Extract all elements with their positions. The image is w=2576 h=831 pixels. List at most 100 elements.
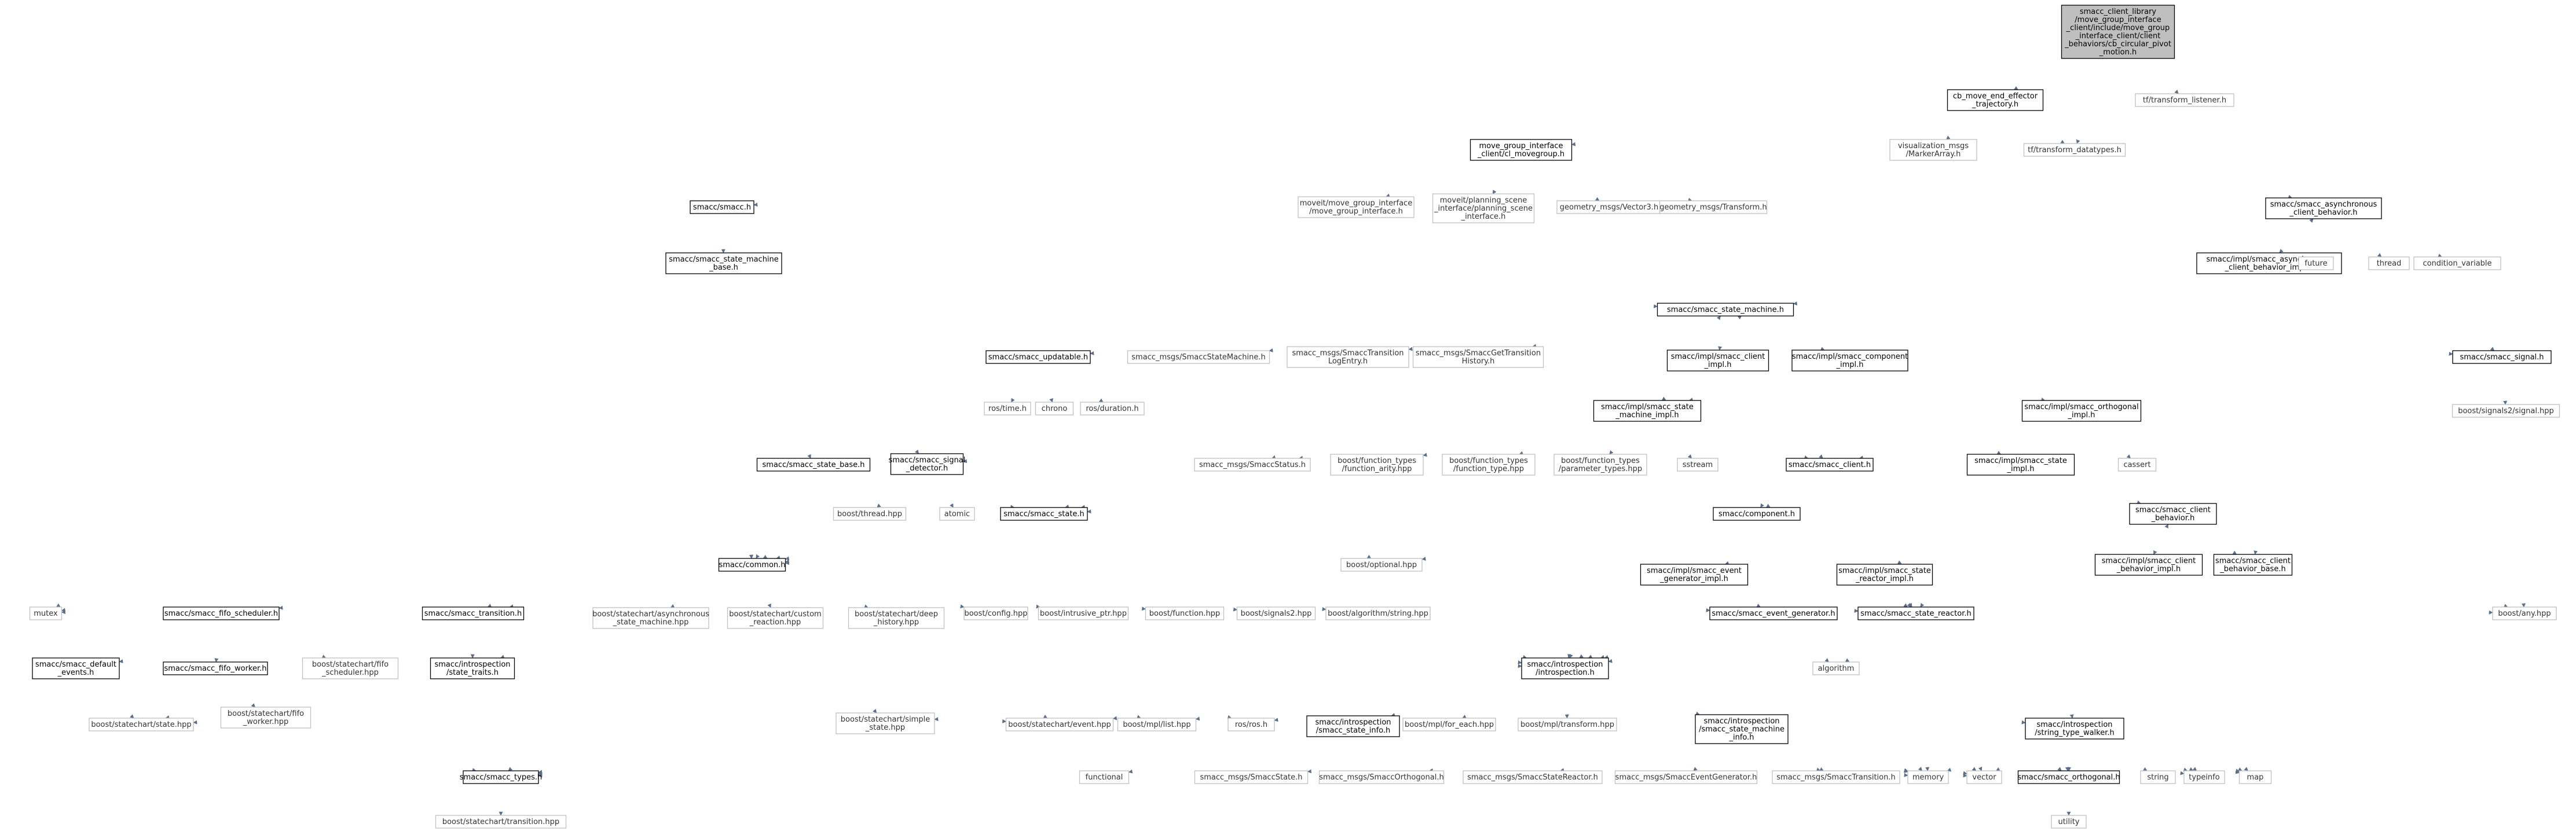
node-introspection[interactable]: smacc/introspection/introspection.h [1521, 657, 1609, 679]
edge-event-gen-to-introspection [1604, 655, 1609, 659]
node-sm-h[interactable]: smacc/smacc_state_machine.h [1657, 303, 1794, 317]
node-client-h[interactable]: smacc/smacc_client.h [1786, 458, 1874, 472]
node-state-reactor[interactable]: smacc/smacc_state_reactor.h [1857, 606, 1974, 620]
node-bsc-custom[interactable]: boost/statechart/custom_reaction.hpp [727, 607, 824, 629]
node-component-h[interactable]: smacc/component.h [1713, 507, 1801, 521]
node-sm-impl[interactable]: smacc/impl/smacc_state_machine_impl.h [1593, 400, 1702, 422]
node-geo-tf[interactable]: geometry_msgs/Transform.h [1659, 200, 1768, 214]
node-ft-param[interactable]: boost/function_types/parameter_types.hpp [1553, 454, 1647, 476]
node-boost-config[interactable]: boost/config.hpp [963, 606, 1028, 620]
node-client-impl[interactable]: smacc/impl/smacc_client_impl.h [1666, 350, 1769, 372]
node-vector[interactable]: vector [1966, 770, 2002, 784]
node-msg-status[interactable]: smacc_msgs/SmaccStatus.h [1194, 458, 1311, 472]
node-boost-function[interactable]: boost/function.hpp [1145, 606, 1225, 620]
node-box [1966, 770, 2002, 784]
node-state-info[interactable]: smacc/introspection/smacc_state_info.h [1306, 715, 1400, 737]
node-component-impl[interactable]: smacc/impl/smacc_component_impl.h [1791, 350, 1908, 372]
node-boost-signal2[interactable]: boost/signals2/signal.hpp [2452, 404, 2560, 418]
node-fifo-sched[interactable]: smacc/smacc_fifo_scheduler.h [163, 606, 280, 620]
node-sm-base[interactable]: smacc/smacc_state_machine_base.h [665, 252, 782, 274]
node-client-behavior[interactable]: smacc/smacc_client_behavior.h [2129, 503, 2217, 525]
node-vis-marker[interactable]: visualization_msgs/MarkerArray.h [1889, 139, 1977, 161]
node-geo-vec[interactable]: geometry_msgs/Vector3.h [1556, 200, 1662, 214]
node-tf-datatypes[interactable]: tf/transform_datatypes.h [2023, 143, 2126, 157]
node-orthogonal-h[interactable]: smacc/smacc_orthogonal.h [2017, 770, 2120, 784]
node-string[interactable]: string [2140, 770, 2176, 784]
node-signal-h[interactable]: smacc/smacc_signal.h [2452, 350, 2552, 364]
node-type-walker[interactable]: smacc/introspection/string_type_walker.h [2025, 718, 2124, 740]
node-algorithm[interactable]: algorithm [1812, 661, 1860, 675]
node-state-traits[interactable]: smacc/introspection/state_traits.h [430, 657, 515, 679]
node-msg-evgen[interactable]: smacc_msgs/SmaccEventGenerator.h [1614, 770, 1758, 784]
node-cb-move[interactable]: cb_move_end_effector_trajectory.h [1947, 89, 2044, 111]
node-state-base[interactable]: smacc/smacc_state_base.h [756, 458, 871, 472]
node-smacc-h[interactable]: smacc/smacc.h [690, 200, 754, 214]
node-bsc-state[interactable]: boost/statechart/state.hpp [89, 718, 194, 731]
node-moveit-mgi[interactable]: moveit/move_group_interface/move_group_i… [1298, 196, 1415, 218]
node-tf-listener[interactable]: tf/transform_listener.h [2135, 93, 2234, 107]
node-fifo-worker[interactable]: smacc/smacc_fifo_worker.h [163, 661, 268, 675]
node-bsc-simple[interactable]: boost/statechart/simple_state.hpp [836, 712, 935, 734]
node-boost-signals2[interactable]: boost/signals2.hpp [1236, 606, 1316, 620]
node-mpl-transform[interactable]: boost/mpl/transform.hpp [1518, 718, 1617, 731]
node-msg-state[interactable]: smacc_msgs/SmaccState.h [1194, 770, 1309, 784]
node-bsc-transition[interactable]: boost/statechart/transition.hpp [435, 815, 567, 829]
node-bsc-async[interactable]: boost/statechart/asynchronous_state_mach… [592, 607, 709, 629]
node-ros-h[interactable]: ros/ros.h [1227, 718, 1275, 731]
node-bsc-event[interactable]: boost/statechart/event.hpp [1005, 718, 1114, 731]
node-mutex[interactable]: mutex [29, 606, 63, 620]
node-typeinfo[interactable]: typeinfo [2183, 770, 2225, 784]
node-smacc-async[interactable]: smacc/smacc_asynchronous_client_behavior… [2265, 197, 2382, 219]
node-atomic[interactable]: atomic [939, 507, 975, 521]
node-boost-optional[interactable]: boost/optional.hpp [1340, 558, 1423, 572]
node-boost-intrusive[interactable]: boost/intrusive_ptr.hpp [1038, 606, 1129, 620]
node-smacc-types[interactable]: smacc/smacc_types.h [460, 770, 542, 784]
node-bsc-fifo-sched[interactable]: boost/statechart/fifo_scheduler.hpp [302, 657, 399, 679]
node-memory[interactable]: memory [1907, 770, 1949, 784]
node-cassert[interactable]: cassert [2117, 458, 2157, 472]
node-functional[interactable]: functional [1079, 770, 1130, 784]
node-msg-trans[interactable]: smacc_msgs/SmaccTransition.h [1772, 770, 1900, 784]
node-moveit-psi[interactable]: moveit/planning_scene_interface/planning… [1432, 193, 1535, 223]
node-state-impl[interactable]: smacc/impl/smacc_state_impl.h [1966, 454, 2075, 476]
node-signal-detector[interactable]: smacc/smacc_signal_detector.h [889, 453, 966, 475]
node-ros-time[interactable]: ros/time.h [984, 402, 1031, 416]
node-ft-type[interactable]: boost/function_types/function_type.hpp [1442, 454, 1536, 476]
node-msg-orth[interactable]: smacc_msgs/SmaccOrthogonal.h [1318, 770, 1445, 784]
node-root[interactable]: smacc_client_library/move_group_interfac… [2061, 5, 2175, 59]
node-event-gen-impl[interactable]: smacc/impl/smacc_event_generator_impl.h [1640, 564, 1749, 586]
node-orth-impl[interactable]: smacc/impl/smacc_orthogonal_impl.h [2021, 400, 2142, 422]
node-client-behavior-impl[interactable]: smacc/impl/smacc_client_behavior_impl.h [2094, 554, 2203, 576]
node-msg-reactor[interactable]: smacc_msgs/SmaccStateReactor.h [1463, 770, 1603, 784]
node-ft-arity[interactable]: boost/function_types/function_arity.hpp [1330, 454, 1424, 476]
node-event-gen[interactable]: smacc/smacc_event_generator.h [1709, 606, 1838, 620]
node-mgi-client[interactable]: move_group_interface_client/cl_movegroup… [1470, 139, 1573, 161]
node-bsc-deep[interactable]: boost/statechart/deep_history.hpp [848, 607, 945, 629]
node-default-events[interactable]: smacc/smacc_default_events.h [32, 657, 120, 679]
node-transition-h[interactable]: smacc/smacc_transition.h [422, 606, 525, 620]
node-state-h[interactable]: smacc/smacc_state.h [1000, 507, 1088, 521]
node-reactor-impl[interactable]: smacc/impl/smacc_state_reactor_impl.h [1836, 564, 1933, 586]
node-map[interactable]: map [2238, 770, 2272, 784]
node-mpl-for-each[interactable]: boost/mpl/for_each.hpp [1402, 718, 1496, 731]
node-common-h[interactable]: smacc/common.h [718, 558, 786, 572]
node-boost-thread[interactable]: boost/thread.hpp [833, 507, 907, 521]
node-sm-info[interactable]: smacc/introspection/smacc_state_machine_… [1695, 714, 1789, 744]
node-label-line: _worker.hpp [243, 718, 289, 726]
node-sstream[interactable]: sstream [1677, 458, 1718, 472]
node-future[interactable]: future [2298, 256, 2334, 270]
node-thread[interactable]: thread [2368, 256, 2410, 270]
node-cond-var[interactable]: condition_variable [2413, 256, 2501, 270]
node-updatable[interactable]: smacc/smacc_updatable.h [985, 350, 1091, 364]
node-boost-any[interactable]: boost/any.hpp [2492, 606, 2557, 620]
node-msg-sm[interactable]: smacc_msgs/SmaccStateMachine.h [1127, 350, 1270, 364]
node-mpl-list[interactable]: boost/mpl/list.hpp [1117, 718, 1197, 731]
node-boost-algo-str[interactable]: boost/algorithm/string.hpp [1325, 606, 1431, 620]
node-bsc-fifo-worker[interactable]: boost/statechart/fifo_worker.hpp [220, 707, 312, 729]
node-utility[interactable]: utility [2051, 815, 2087, 829]
node-ros-duration[interactable]: ros/duration.h [1080, 402, 1145, 416]
node-chrono[interactable]: chrono [1035, 402, 1074, 416]
node-client-behavior-base[interactable]: smacc/smacc_client_behavior_base.h [2213, 554, 2293, 576]
